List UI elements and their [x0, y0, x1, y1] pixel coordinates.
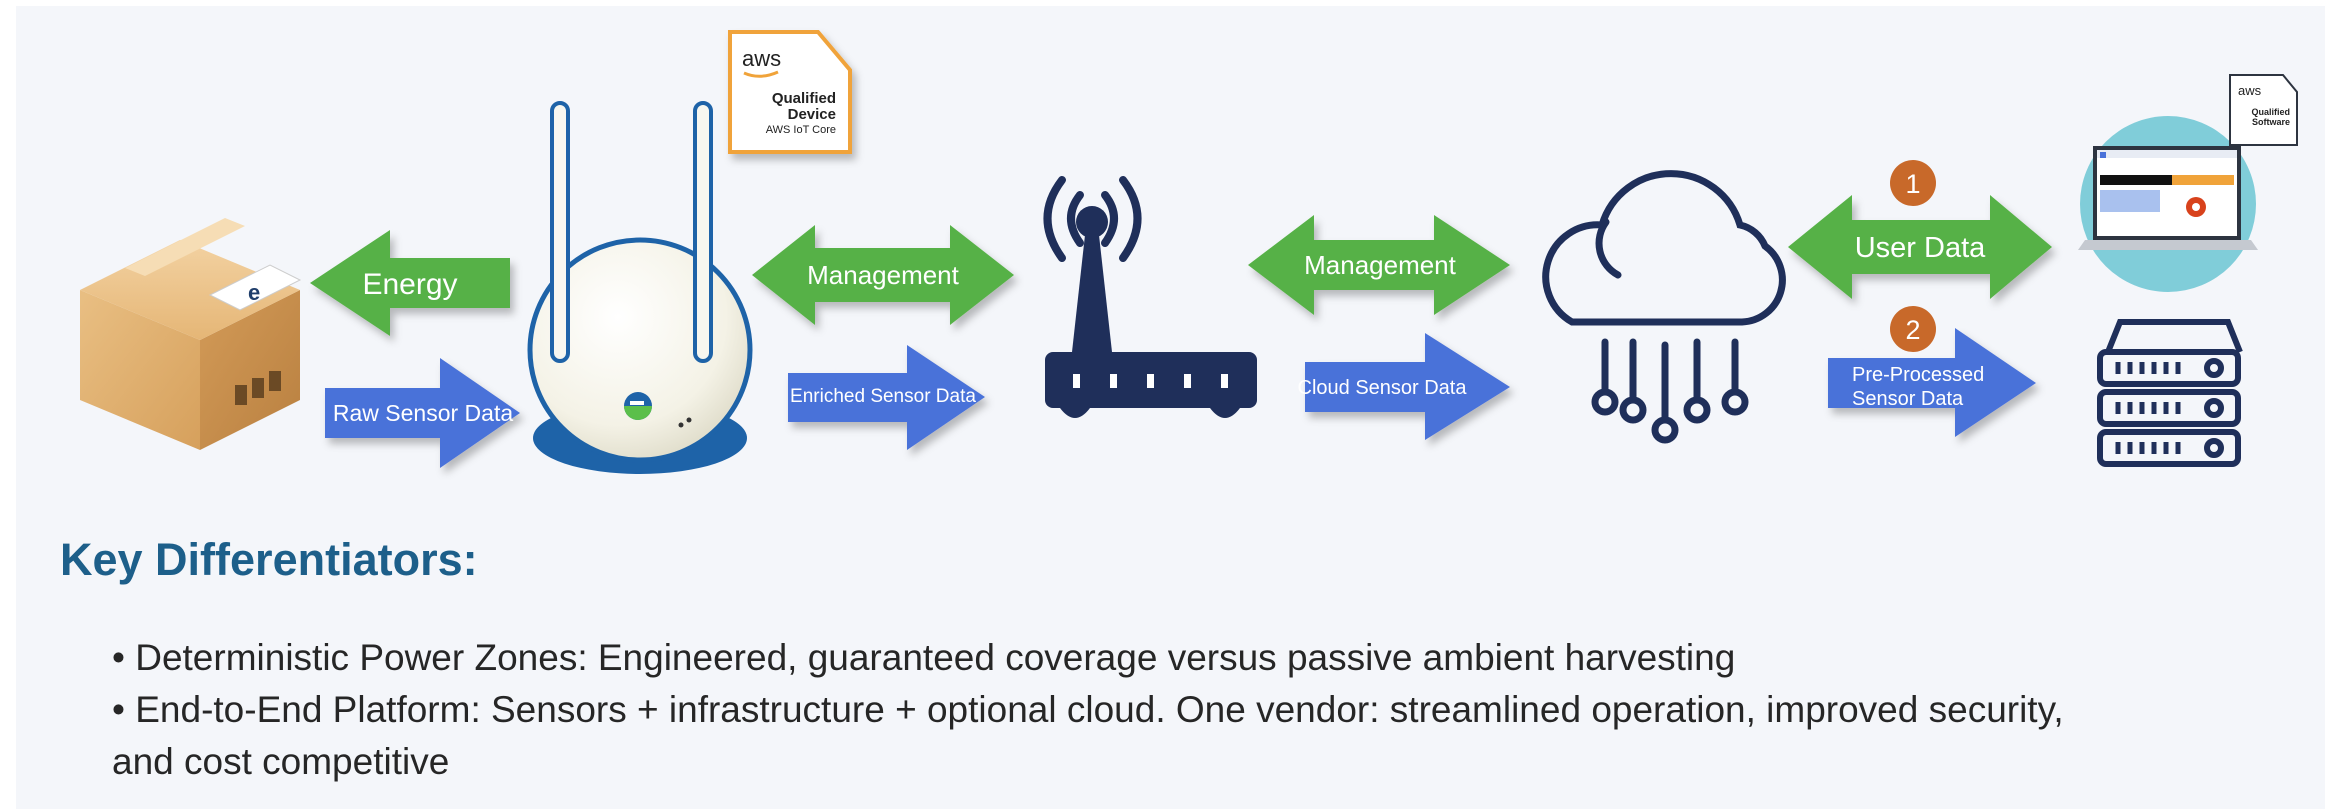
badge-one: 1 — [1905, 169, 1920, 199]
aws-device-brand: aws — [742, 46, 781, 71]
user-data-arrow — [1788, 195, 2052, 299]
server-rack-icon — [2097, 319, 2243, 467]
aws-software-line1: Qualified — [2251, 107, 2290, 117]
pre-processed-label-line1: Pre-Processed — [1852, 364, 1984, 386]
enriched-sensor-data-arrow — [788, 345, 985, 450]
aws-software-brand: aws — [2238, 83, 2262, 98]
system-diagram: e Energy Raw Sensor Data — [80, 30, 2298, 474]
sensor-package-icon: e — [80, 218, 302, 450]
cloud-sensor-data-label: Cloud Sensor Data — [1298, 377, 1468, 399]
management-arrow-1-label: Management — [807, 260, 960, 290]
raw-sensor-data-arrow — [325, 358, 520, 468]
badge-one-circle — [1890, 160, 1936, 206]
bullet-end-to-end-line2: and cost competitive — [112, 741, 450, 782]
raw-sensor-data-label: Raw Sensor Data — [333, 400, 513, 426]
badge-two: 2 — [1905, 315, 1920, 345]
bullet-end-to-end-platform: • End-to-End Platform: Sensors + infrast… — [112, 684, 2262, 788]
aws-software-line2: Software — [2252, 117, 2290, 127]
management-arrow-2 — [1248, 215, 1510, 315]
aws-qualified-software-badge — [2229, 74, 2298, 146]
badge-two-circle — [1890, 306, 1936, 352]
user-data-label: User Data — [1855, 232, 1986, 264]
cloud-computing-icon — [1542, 170, 1786, 444]
management-arrow-1 — [752, 225, 1014, 325]
cloud-sensor-data-arrow — [1305, 333, 1510, 440]
bullet-deterministic-power-zones: • Deterministic Power Zones: Engineered,… — [112, 637, 1736, 678]
svg-text:e: e — [248, 280, 260, 305]
aws-qualified-device-badge — [728, 30, 852, 154]
energy-transmitter-icon — [527, 101, 753, 474]
pre-processed-sensor-data-arrow — [1828, 328, 2036, 437]
pre-processed-label-line2: Sensor Data — [1852, 388, 1964, 410]
dashboard-laptop-icon — [2078, 116, 2258, 292]
aws-smile-icon — [743, 70, 779, 78]
aws-device-line2: Device — [788, 106, 836, 123]
management-arrow-2-label: Management — [1304, 250, 1457, 280]
aws-device-line1: Qualified — [772, 90, 836, 107]
bullet-end-to-end-line1: • End-to-End Platform: Sensors + infrast… — [112, 689, 2064, 730]
enriched-sensor-data-label: Enriched Sensor Data — [790, 386, 976, 407]
energy-arrow — [310, 230, 510, 336]
aws-device-line3: AWS IoT Core — [766, 124, 836, 136]
energy-arrow-label: Energy — [362, 268, 457, 301]
key-differentiators-heading: Key Differentiators: — [60, 534, 478, 585]
gateway-router-icon — [1043, 176, 1257, 418]
